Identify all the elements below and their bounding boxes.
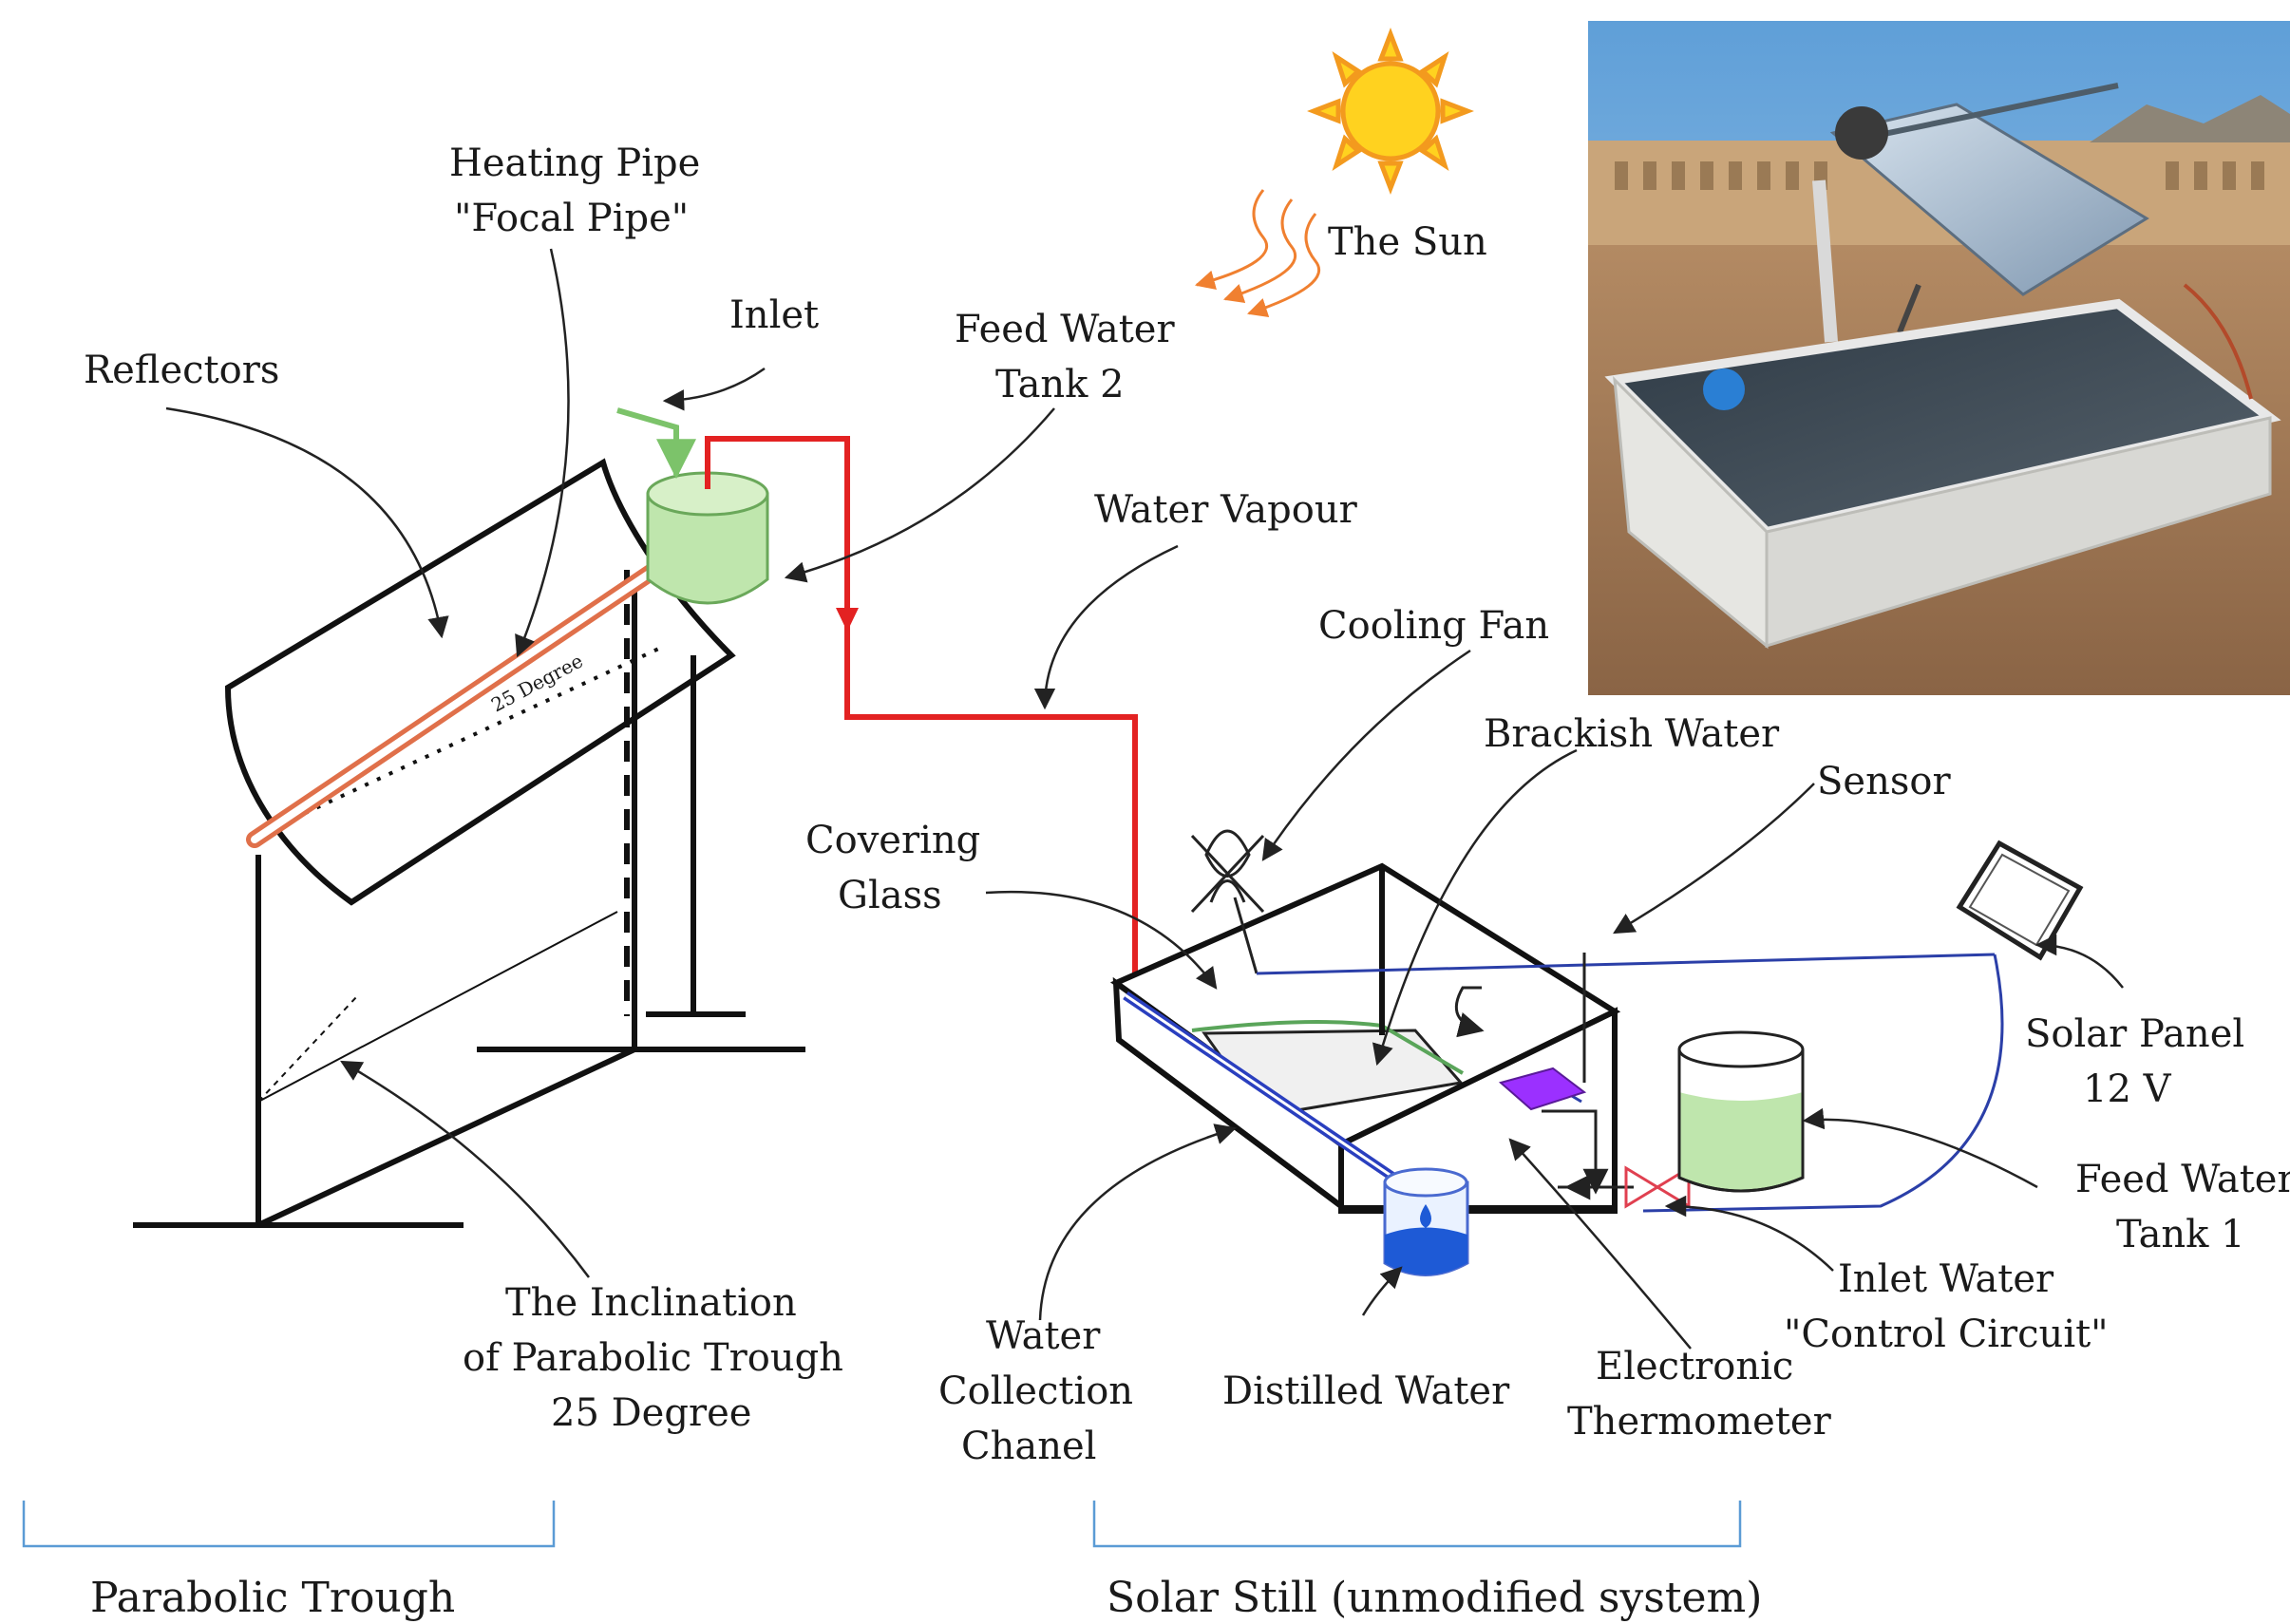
label-covering-glass-line2: Glass (838, 874, 942, 917)
label-inclination-line2: of Parabolic Trough (463, 1336, 843, 1380)
sensor-lines (1454, 953, 1634, 1200)
label-inlet-water-line2: "Control Circuit" (1784, 1312, 2109, 1356)
label-feed-water-tank-1-line2: Tank 1 (2116, 1213, 2245, 1256)
label-water-collection-line3: Chanel (961, 1425, 1096, 1468)
focal-pipe (246, 540, 694, 848)
label-solar-panel-line2: 12 V (2083, 1067, 2172, 1111)
label-sensor: Sensor (1817, 760, 1951, 803)
vapour-flow-arrow (836, 608, 859, 632)
label-covering-glass-line1: Covering (805, 819, 980, 862)
label-feed-water-tank-2-line1: Feed Water (955, 308, 1175, 351)
feed-water-tank-2 (646, 471, 769, 605)
water-drop-icon (1420, 1204, 1431, 1228)
caption-solar-still: Solar Still (unmodified system) (1107, 1574, 1762, 1622)
label-inlet: Inlet (729, 293, 819, 337)
photo-inset (1588, 21, 2290, 695)
label-heating-pipe: Heating Pipe (449, 142, 700, 185)
label-inlet-water-line1: Inlet Water (1838, 1257, 2054, 1301)
collection-channel-highlight (1125, 993, 1402, 1184)
label-inclination-line3: 25 Degree (551, 1391, 751, 1435)
vapour-pipe (705, 436, 1138, 988)
solar-panel-icon (1956, 840, 2084, 961)
label-cooling-fan: Cooling Fan (1318, 604, 1549, 648)
feed-water-tank-1 (1677, 1030, 1805, 1193)
label-inclination-line1: The Inclination (505, 1281, 797, 1325)
label-water-collection-line2: Collection (938, 1369, 1133, 1413)
label-brackish-water: Brackish Water (1484, 712, 1780, 756)
label-feed-water-tank-2-line2: Tank 2 (995, 363, 1125, 406)
label-water-vapour: Water Vapour (1094, 488, 1358, 532)
label-thermometer-line1: Electronic (1596, 1345, 1793, 1388)
sun-rays (1194, 189, 1321, 317)
label-thermometer-line2: Thermometer (1567, 1400, 1832, 1444)
label-solar-panel-line1: Solar Panel (2025, 1012, 2244, 1056)
bracket-solar-still (1092, 1501, 1742, 1548)
electronic-thermometer (1498, 1067, 1587, 1111)
bracket-parabolic-trough (22, 1501, 556, 1548)
cooling-fan-icon (1190, 829, 1265, 914)
label-distilled-water: Distilled Water (1222, 1369, 1510, 1413)
label-the-sun: The Sun (1328, 220, 1487, 264)
label-focal-pipe: "Focal Pipe" (454, 197, 689, 240)
label-water-collection-line1: Water (986, 1314, 1101, 1358)
label-feed-water-tank-1-line1: Feed Water (2075, 1158, 2290, 1201)
label-reflectors: Reflectors (84, 349, 279, 392)
inlet-pipe (616, 407, 696, 480)
sun-icon (1307, 28, 1474, 195)
distilled-water-container (1383, 1167, 1469, 1276)
leader-arrows (165, 248, 2124, 1350)
caption-parabolic-trough: Parabolic Trough (90, 1574, 455, 1622)
